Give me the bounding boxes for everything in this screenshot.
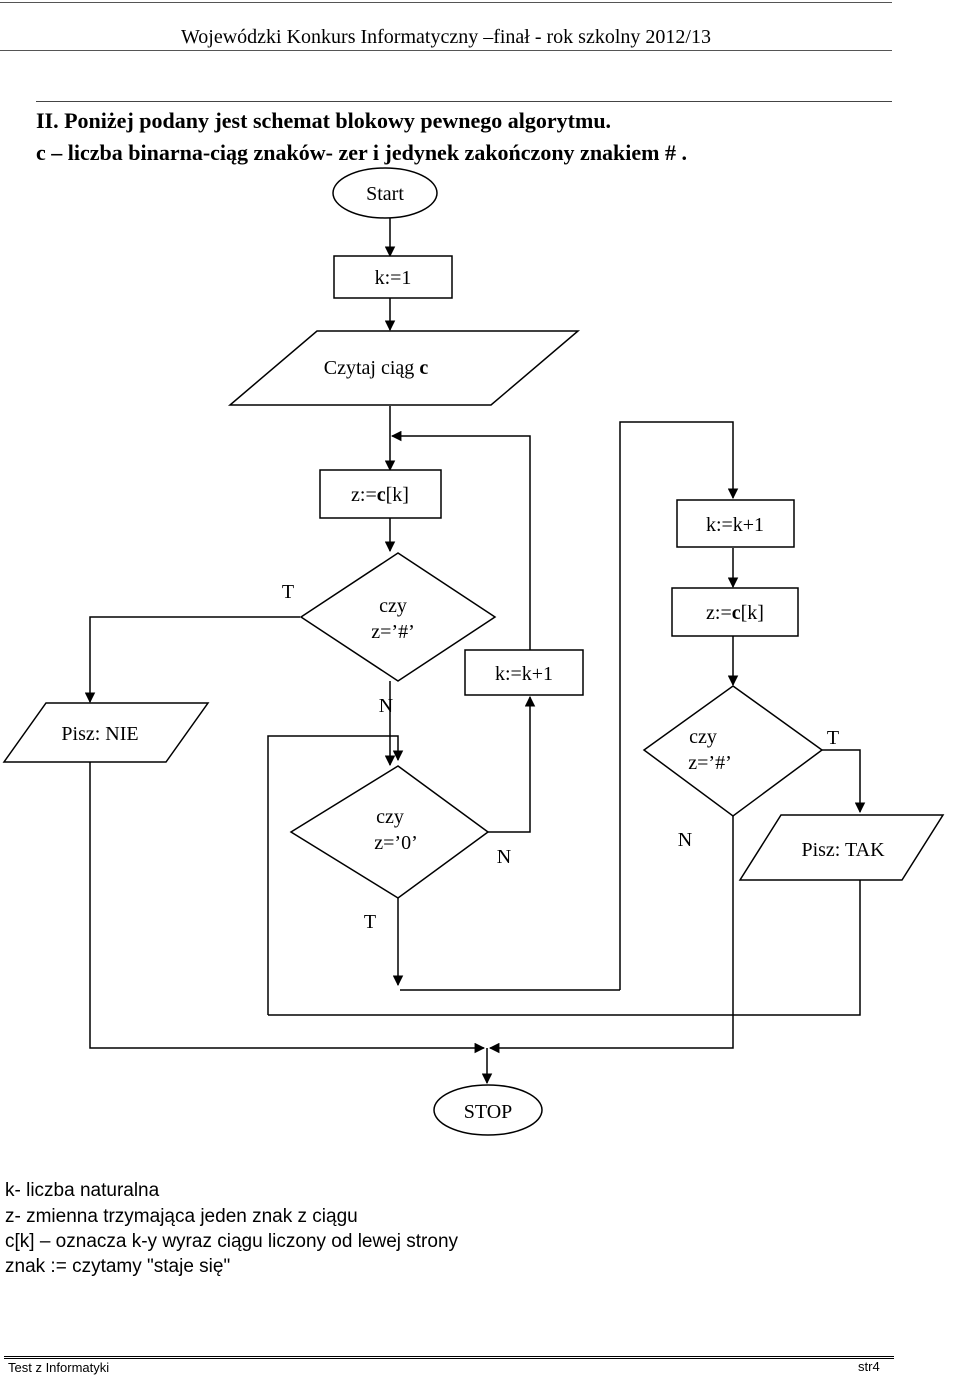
inc-right-label: k:=k+1 [706,514,764,536]
inc-middle-label: k:=k+1 [495,663,553,685]
assign-left-process: z:=c[k] [319,469,442,519]
stop-terminal: STOP [433,1084,543,1136]
init-label: k:=1 [375,267,412,289]
header-bottom-rule [0,50,892,51]
check-hash-left-line2: z=’#’ [371,621,414,643]
task-line-1: II. Poniżej podany jest schemat blokowy … [36,108,612,133]
legend-line-2: z- zmienna trzymająca jeden znak z ciągu [5,1206,358,1227]
assign-right-process: z:=c[k] [671,587,799,637]
inc-middle-process: k:=k+1 [464,649,584,696]
legend-line-1: k- liczba naturalna [5,1180,160,1201]
section-rule [36,101,892,102]
check-zero-line1: czy [376,806,404,828]
footer-right: str4 [858,1359,880,1374]
legend-line-4: znak := czytamy "staje się" [5,1256,231,1277]
check-hash-left-line1: czy [379,595,407,617]
print-no-label: Pisz: NIE [61,723,138,745]
header-top-rule [0,2,892,3]
print-yes-output: Pisz: TAK [738,814,945,881]
check-hash-right-yes: T [827,727,839,749]
check-hash-left-no: N [379,695,393,717]
assign-right-label: z:=c[k] [706,602,764,624]
header-title: Wojewódzki Konkurs Informatyczny –finał … [181,26,711,48]
flowchart-connectors [84,218,866,1085]
check-hash-right-no: N [678,829,692,851]
init-process: k:=1 [333,255,453,299]
print-yes-label: Pisz: TAK [801,839,885,861]
check-hash-right-line2: z=’#’ [688,752,731,774]
stop-label: STOP [464,1101,513,1123]
check-zero-line2: z=’0’ [374,832,417,854]
read-label: Czytaj ciąg c [324,357,429,379]
inc-right-process: k:=k+1 [676,499,795,548]
check-zero-yes: T [364,911,376,933]
print-no-output: Pisz: NIE [2,702,210,763]
footer-rule [4,1356,894,1359]
read-input: Czytaj ciąg c [227,330,581,406]
check-zero-no: N [497,846,511,868]
check-hash-right-decision: czy z=’#’ [642,685,824,817]
check-hash-right-line1: czy [689,726,717,748]
footer-left: Test z Informatyki [8,1360,110,1375]
assign-left-label: z:=c[k] [351,484,409,506]
check-hash-left-yes: T [282,581,294,603]
check-hash-left-decision: czy z=’#’ [299,552,497,682]
check-zero-decision: czy z=’0’ [289,765,490,899]
legend-line-3: c[k] – oznacza k-y wyraz ciągu liczony o… [5,1231,459,1252]
task-line-2: c – liczba binarna-ciąg znaków- zer i je… [36,140,687,165]
start-label: Start [366,183,404,205]
start-terminal: Start [332,167,438,219]
